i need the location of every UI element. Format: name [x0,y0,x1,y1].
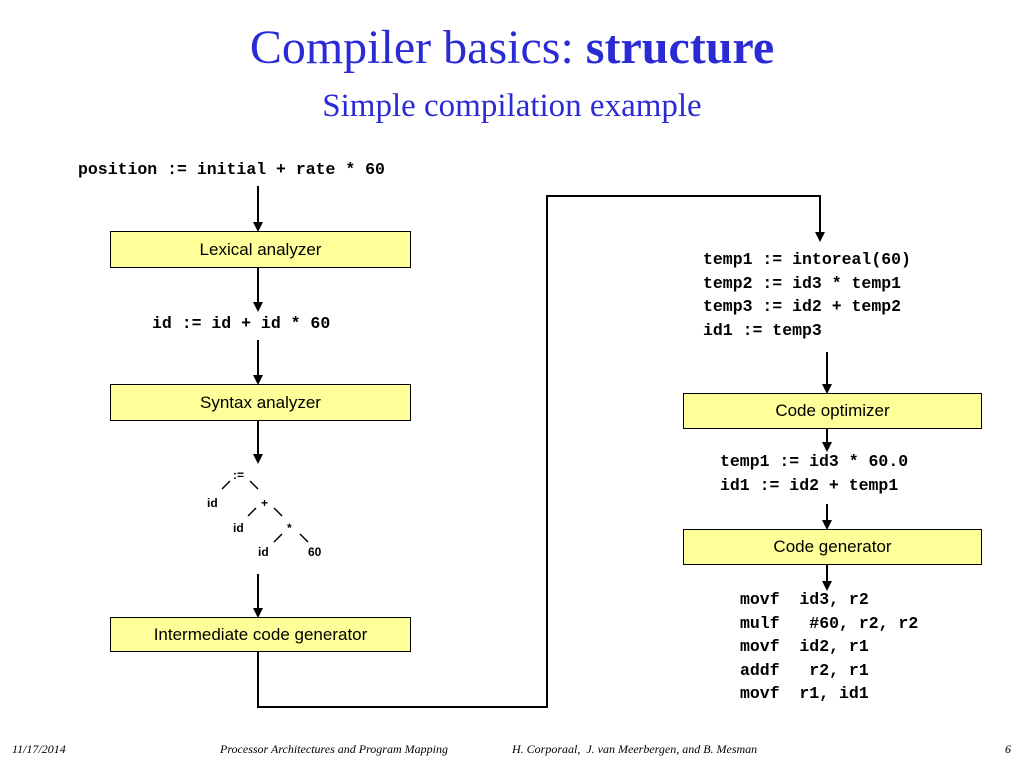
optimized-code-block: temp1 := id3 * 60.0 id1 := id2 + temp1 [720,450,908,497]
intermediate-code-line: temp2 := id3 * temp1 [703,273,902,293]
target-code-line: addf r2, r1 [740,660,869,680]
code-generator-label: Code generator [773,537,892,556]
intermediate-code-block: temp1 := intoreal(60) temp2 := id3 * temp… [703,248,911,342]
target-code-line: mulf #60, r2, r2 [740,613,919,633]
syntax-analyzer-box: Syntax analyzer [110,384,411,421]
intermediate-code-generator-box: Intermediate code generator [110,617,411,652]
target-code-line: movf id2, r1 [740,637,869,656]
tree-node-times: * [287,521,292,535]
intermediate-code-line: temp1 := intoreal(60) [703,250,911,269]
code-optimizer-box: Code optimizer [683,393,982,429]
slide-subtitle: Simple compilation example [322,88,702,124]
tree-node-id3: id [258,545,269,559]
syntax-analyzer-label: Syntax analyzer [200,393,321,412]
target-code-line: movf id3, r2 [740,590,869,609]
tree-node-id1: id [207,496,218,510]
target-code-line: movf r1, id1 [740,684,869,703]
tree-node-plus: + [261,496,269,510]
title-bold: structure [585,21,775,74]
connector-intermediate-to-column2 [257,195,825,708]
code-generator-box: Code generator [683,529,982,565]
optimized-code-line: temp1 := id3 * 60.0 [720,452,909,471]
title-main: Compiler basics: [249,21,586,74]
code-optimizer-label: Code optimizer [775,401,890,420]
target-code-block: movf id3, r2 mulf #60, r2, r2 movf id2, r1… [740,588,918,706]
lexical-analyzer-box: Lexical analyzer [110,231,411,268]
intermediate-code-line: id1 := temp3 [703,320,822,340]
syntax-tree-edges [221,480,309,543]
footer-authors: H. Corporaal, J. van Meerbergen, and B. … [512,742,758,756]
token-stream: id := id + id * 60 [152,314,331,333]
lexical-analyzer-label: Lexical analyzer [199,240,322,259]
optimized-code-line: id1 := id2 + temp1 [720,475,899,495]
slide-title: Compiler basics: structure [0,20,1024,76]
tree-node-assign: := [233,468,245,482]
footer-date: 11/17/2014 [12,742,66,756]
intermediate-code-generator-label: Intermediate code generator [153,625,368,644]
tree-node-const: 60 [308,545,322,559]
intermediate-code-line: temp3 := id2 + temp2 [703,297,902,316]
source-statement: position := initial + rate * 60 [78,160,385,179]
tree-node-id2: id [233,521,244,535]
footer-course: Processor Architectures and Program Mapp… [220,742,448,756]
footer-page-number: 6 [1005,742,1011,756]
